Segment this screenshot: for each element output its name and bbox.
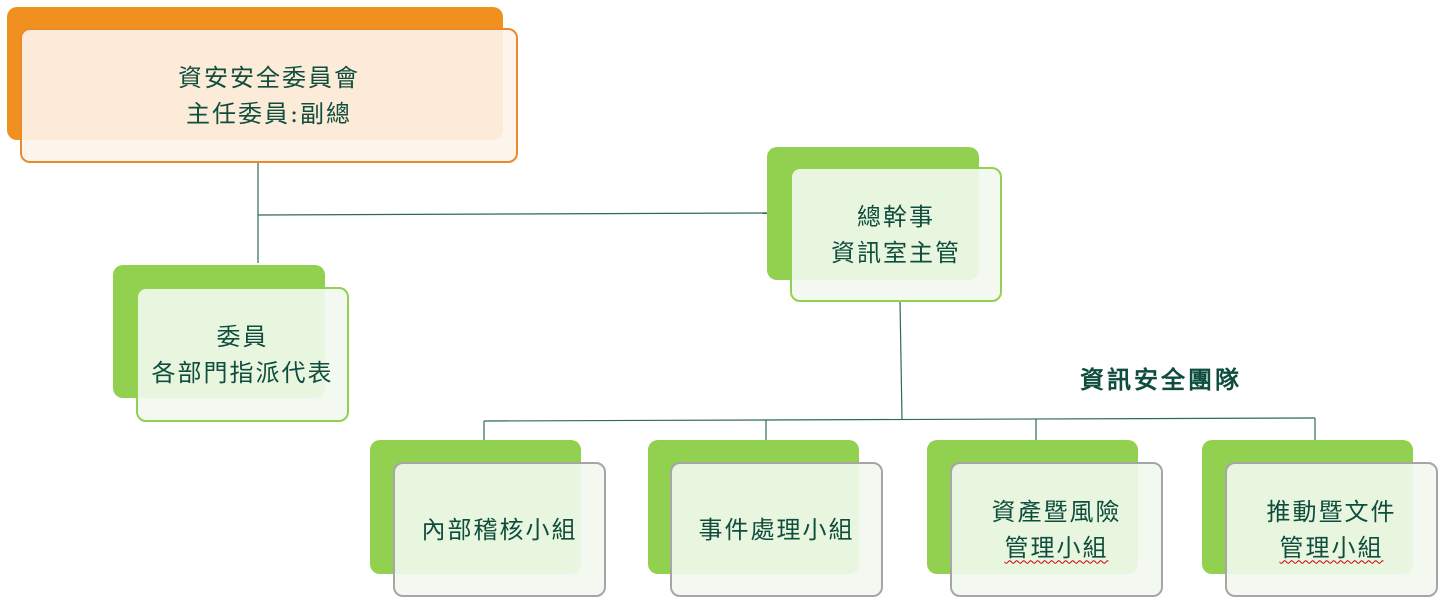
committee-title: 資安安全委員會 [178,63,360,92]
group-box-internal-audit: 內部稽核小組 [393,462,606,597]
secretary-role: 資訊室主管 [831,238,961,267]
connector-committee-secretary [257,212,768,216]
group-box-asset-risk: 資產暨風險 管理小組 [950,462,1163,597]
secretary-title: 總幹事 [857,202,935,231]
team-label: 資訊安全團隊 [1080,365,1242,394]
group-label-line2: 管理小組 [1004,533,1109,562]
committee-box: 資安安全委員會 主任委員:副總 [20,28,518,163]
group-label-line2: 管理小組 [1279,533,1384,562]
connector-secretary-team [899,300,903,420]
group-label-line1: 推動暨文件 [1266,497,1397,526]
secretary-box: 總幹事 資訊室主管 [790,167,1002,302]
members-box: 委員 各部門指派代表 [136,287,349,422]
group-box-incident-handling: 事件處理小組 [670,462,883,597]
members-title: 委員 [216,322,269,351]
group-box-promotion-docs: 推動暨文件 管理小組 [1225,462,1438,597]
members-role: 各部門指派代表 [151,358,334,387]
group-label-line1: 資產暨風險 [991,497,1122,526]
committee-chair: 主任委員:副總 [185,99,353,128]
group-label: 事件處理小組 [698,515,855,544]
group-label: 內部稽核小組 [421,515,578,544]
connector-team-bus [483,417,1316,422]
